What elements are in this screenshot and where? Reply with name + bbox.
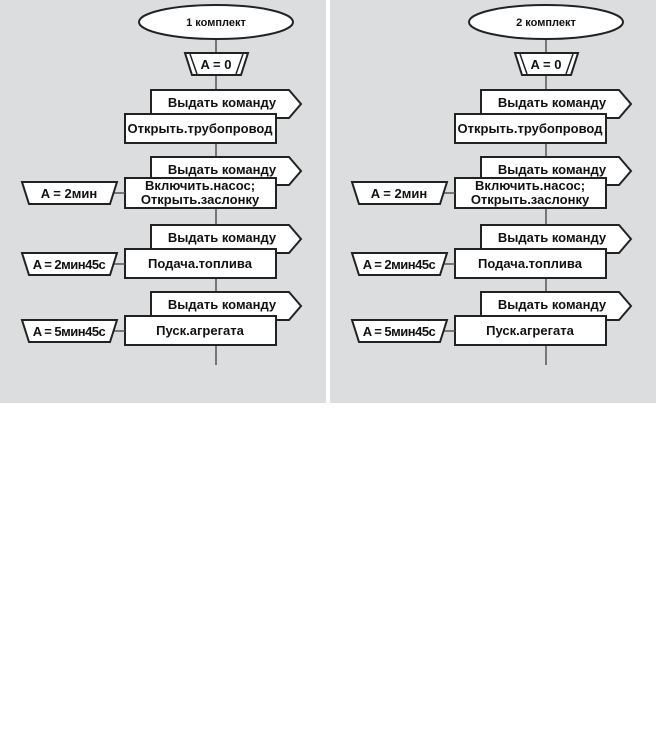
timer-label: A = 2мин bbox=[41, 186, 97, 201]
action-label: Подача.топлива bbox=[148, 256, 253, 271]
init-timer-label: A = 0 bbox=[531, 57, 562, 72]
send-signal-label: Выдать команду bbox=[498, 297, 607, 312]
send-signal-label: Выдать команду bbox=[168, 95, 277, 110]
action-box bbox=[454, 315, 607, 346]
timer-shape bbox=[350, 319, 449, 343]
action-label: Открыть.трубопровод bbox=[458, 121, 604, 136]
init-timer-shape bbox=[513, 52, 580, 76]
send-signal-label: Выдать команду bbox=[168, 162, 277, 177]
flow-step: Выдать командуВключить.насос;Открыть.зас… bbox=[350, 156, 633, 209]
send-signal-label: Выдать команду bbox=[498, 162, 607, 177]
action-box bbox=[454, 113, 607, 144]
action-label: Открыть.заслонку bbox=[141, 192, 260, 207]
action-box bbox=[124, 113, 277, 144]
send-signal-label: Выдать команду bbox=[498, 95, 607, 110]
timer-shape bbox=[20, 181, 119, 205]
timer-shape bbox=[20, 252, 119, 276]
action-label: Открыть.трубопровод bbox=[128, 121, 274, 136]
timer-label: A = 2мин bbox=[371, 186, 427, 201]
action-label: Пуск.агрегата bbox=[156, 323, 244, 338]
init-timer-shape bbox=[183, 52, 250, 76]
timer-shape bbox=[350, 252, 449, 276]
init-timer-inner-right bbox=[565, 53, 574, 75]
send-signal-label: Выдать команду bbox=[168, 297, 277, 312]
timer-shape bbox=[350, 181, 449, 205]
start-terminator bbox=[138, 4, 294, 40]
init-timer-label: A = 0 bbox=[201, 57, 232, 72]
action-box bbox=[124, 315, 277, 346]
start-terminator bbox=[468, 4, 624, 40]
diagram-title: 2 комплект bbox=[516, 17, 576, 29]
action-label: Открыть.заслонку bbox=[471, 192, 590, 207]
init-timer-inner-left bbox=[519, 53, 528, 75]
action-box bbox=[124, 248, 277, 279]
init-timer-inner-right bbox=[235, 53, 244, 75]
send-signal-label: Выдать команду bbox=[168, 230, 277, 245]
action-label: Включить.насос; bbox=[145, 178, 255, 193]
timer-shape bbox=[20, 319, 119, 343]
timer-label: A = 5мин45с bbox=[33, 324, 106, 339]
timer-label: A = 2мин45с bbox=[363, 257, 436, 272]
action-label: Подача.топлива bbox=[478, 256, 583, 271]
init-timer-inner-left bbox=[189, 53, 198, 75]
action-label: Включить.насос; bbox=[475, 178, 585, 193]
panel-divider bbox=[326, 0, 329, 403]
timer-label: A = 2мин45с bbox=[33, 257, 106, 272]
send-signal-label: Выдать команду bbox=[498, 230, 607, 245]
diagram-title: 1 комплект bbox=[186, 17, 246, 29]
flow-step: Выдать командуВключить.насос;Открыть.зас… bbox=[20, 156, 303, 209]
timer-label: A = 5мин45с bbox=[363, 324, 436, 339]
action-label: Пуск.агрегата bbox=[486, 323, 574, 338]
